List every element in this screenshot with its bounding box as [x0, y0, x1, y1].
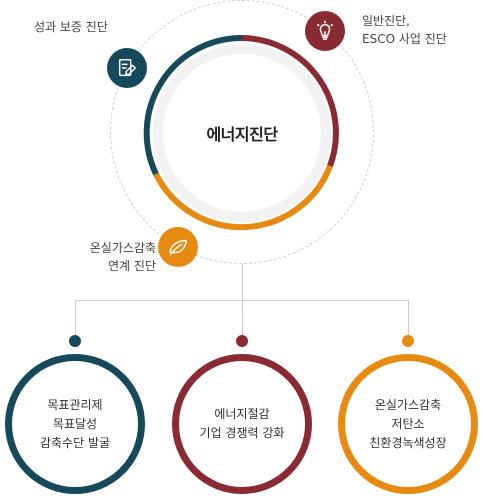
outcome-low-carbon: 온실가스감축 저탄소 친환경녹색성장: [338, 354, 478, 494]
general-diagnosis-badge: [305, 11, 345, 51]
outcome-line: 저탄소: [391, 416, 425, 431]
ring-segment-teal: [143, 34, 243, 176]
connector-branch: [408, 300, 409, 340]
ghg-diagnosis-label-line: 연계 진단: [108, 259, 156, 273]
connector-branch: [75, 300, 76, 340]
ghg-diagnosis-badge: [158, 227, 198, 267]
outer-orbit-ring: [110, 0, 374, 264]
lightbulb-icon: [316, 20, 334, 40]
outcome-line: 목표관리제: [47, 397, 103, 412]
general-diagnosis-label-line: 일반진단,: [362, 14, 410, 28]
outcome-energy-saving: 에너지절감 기업 경쟁력 강화: [172, 354, 312, 494]
outcome-text: 온실가스감축 저탄소 친환경녹색성장: [369, 396, 446, 453]
ghg-diagnosis-label: 온실가스감축 연계 진단: [64, 239, 156, 275]
outcome-line: 목표달성: [52, 416, 98, 431]
ring-segment-red: [241, 35, 339, 168]
outcome-line: 에너지절감: [214, 407, 270, 421]
outcome-line: 친환경녹색성장: [369, 435, 447, 450]
center-title: 에너지진단: [206, 125, 278, 144]
outcome-line: 온실가스감축: [374, 397, 442, 412]
outcome-line: 기업 경쟁력 강화: [199, 426, 285, 440]
connector-dot: [402, 335, 414, 347]
performance-diagnosis-badge: [107, 48, 147, 88]
outcome-text: 목표관리제 목표달성 감축수단 발굴: [40, 396, 110, 453]
outcome-text: 에너지절감 기업 경쟁력 강화: [200, 405, 285, 443]
connector-main-vertical: [242, 264, 243, 300]
outcome-line: 감축수단 발굴: [39, 435, 111, 450]
energy-diagnosis-ring: [143, 34, 339, 231]
performance-diagnosis-label-line: 성과 보증 진단: [34, 20, 108, 34]
general-diagnosis-label: 일반진단, ESCO 사업 진단: [362, 12, 447, 48]
document-pen-icon: [118, 59, 136, 77]
outcome-target-management: 목표관리제 목표달성 감축수단 발굴: [5, 354, 145, 494]
connector-dot: [69, 335, 81, 347]
connector-branch: [242, 300, 243, 340]
general-diagnosis-label-line: ESCO 사업 진단: [362, 32, 447, 46]
ghg-diagnosis-label-line: 온실가스감축: [89, 241, 156, 255]
leaf-icon: [169, 239, 187, 256]
ring-segment-orange: [153, 164, 333, 231]
connector-dot: [236, 335, 248, 347]
performance-diagnosis-label: 성과 보증 진단: [34, 18, 108, 36]
